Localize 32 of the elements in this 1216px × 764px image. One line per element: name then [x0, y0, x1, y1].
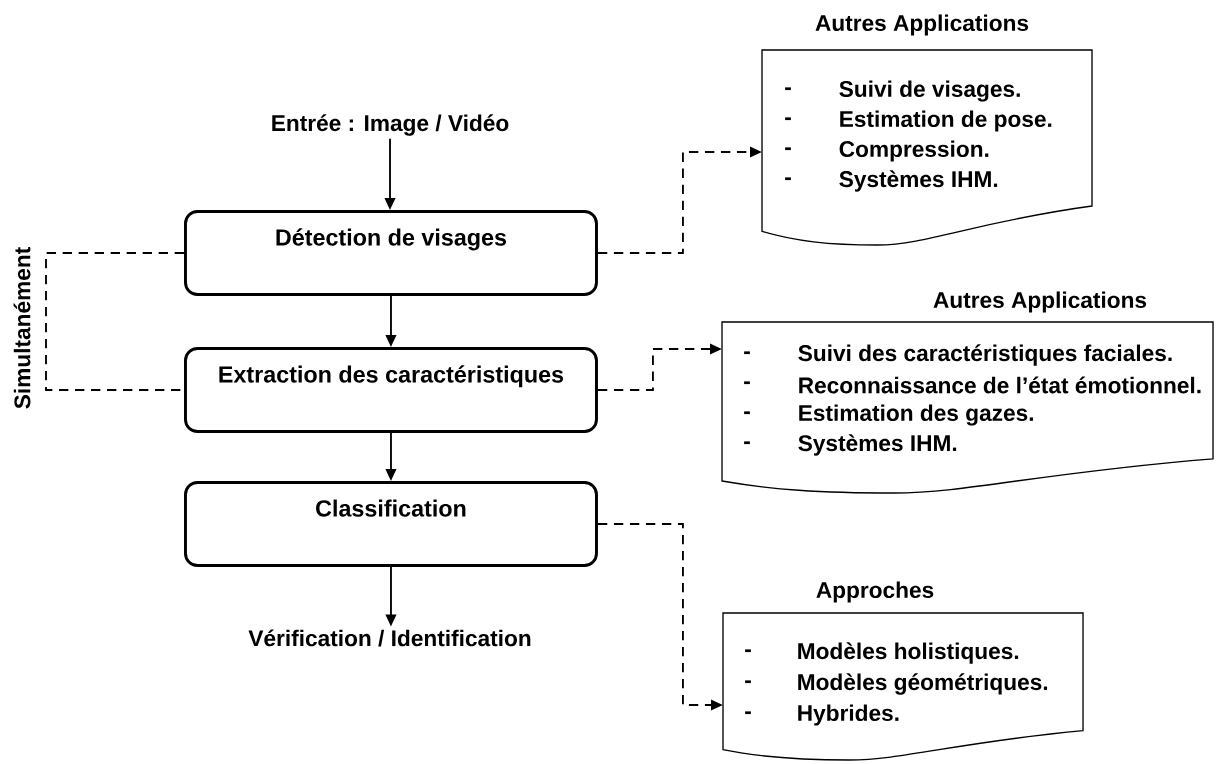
list-item: Estimation des gazes. — [799, 404, 1033, 426]
list-dash: - — [785, 117, 791, 121]
list-dash: - — [745, 680, 751, 684]
process-box: Classification — [184, 481, 598, 567]
list-dash: - — [744, 351, 750, 355]
list-dash: - — [745, 711, 751, 715]
list-dash: - — [785, 177, 791, 181]
list-dash: - — [744, 411, 750, 415]
document-heading: Approches — [816, 581, 934, 603]
flow-text: Entrée : Image / Vidéo — [272, 114, 509, 136]
edge-label: Simultanément — [12, 245, 32, 411]
list-dash: - — [785, 147, 791, 151]
list-item: Reconnaissance de l’état émotionnel. — [799, 376, 1201, 394]
list-item: Suivi de visages. — [839, 80, 1020, 102]
process-box: Extraction des caractéristiques — [184, 347, 598, 433]
list-dash: - — [745, 649, 751, 653]
process-box: Détection de visages — [184, 210, 598, 296]
list-item: Estimation de pose. — [840, 110, 1052, 132]
connector-line — [45, 252, 185, 391]
list-item: Systèmes IHM. — [839, 170, 998, 192]
list-item: Modèles holistiques. — [798, 642, 1019, 664]
list-item: Compression. — [839, 140, 989, 162]
list-dash: - — [744, 381, 750, 385]
list-item: Hybrides. — [798, 704, 899, 726]
document-heading: Autres Applications — [815, 14, 1029, 36]
list-dash: - — [785, 87, 791, 91]
list-item: Suivi des caractéristiques faciales. — [798, 344, 1172, 366]
flow-text: Vérification / Identification — [248, 629, 531, 647]
list-item: Systèmes IHM. — [798, 434, 957, 456]
list-item: Modèles géométriques. — [798, 673, 1048, 695]
list-dash: - — [744, 441, 750, 445]
document-heading: Autres Applications — [933, 291, 1147, 313]
